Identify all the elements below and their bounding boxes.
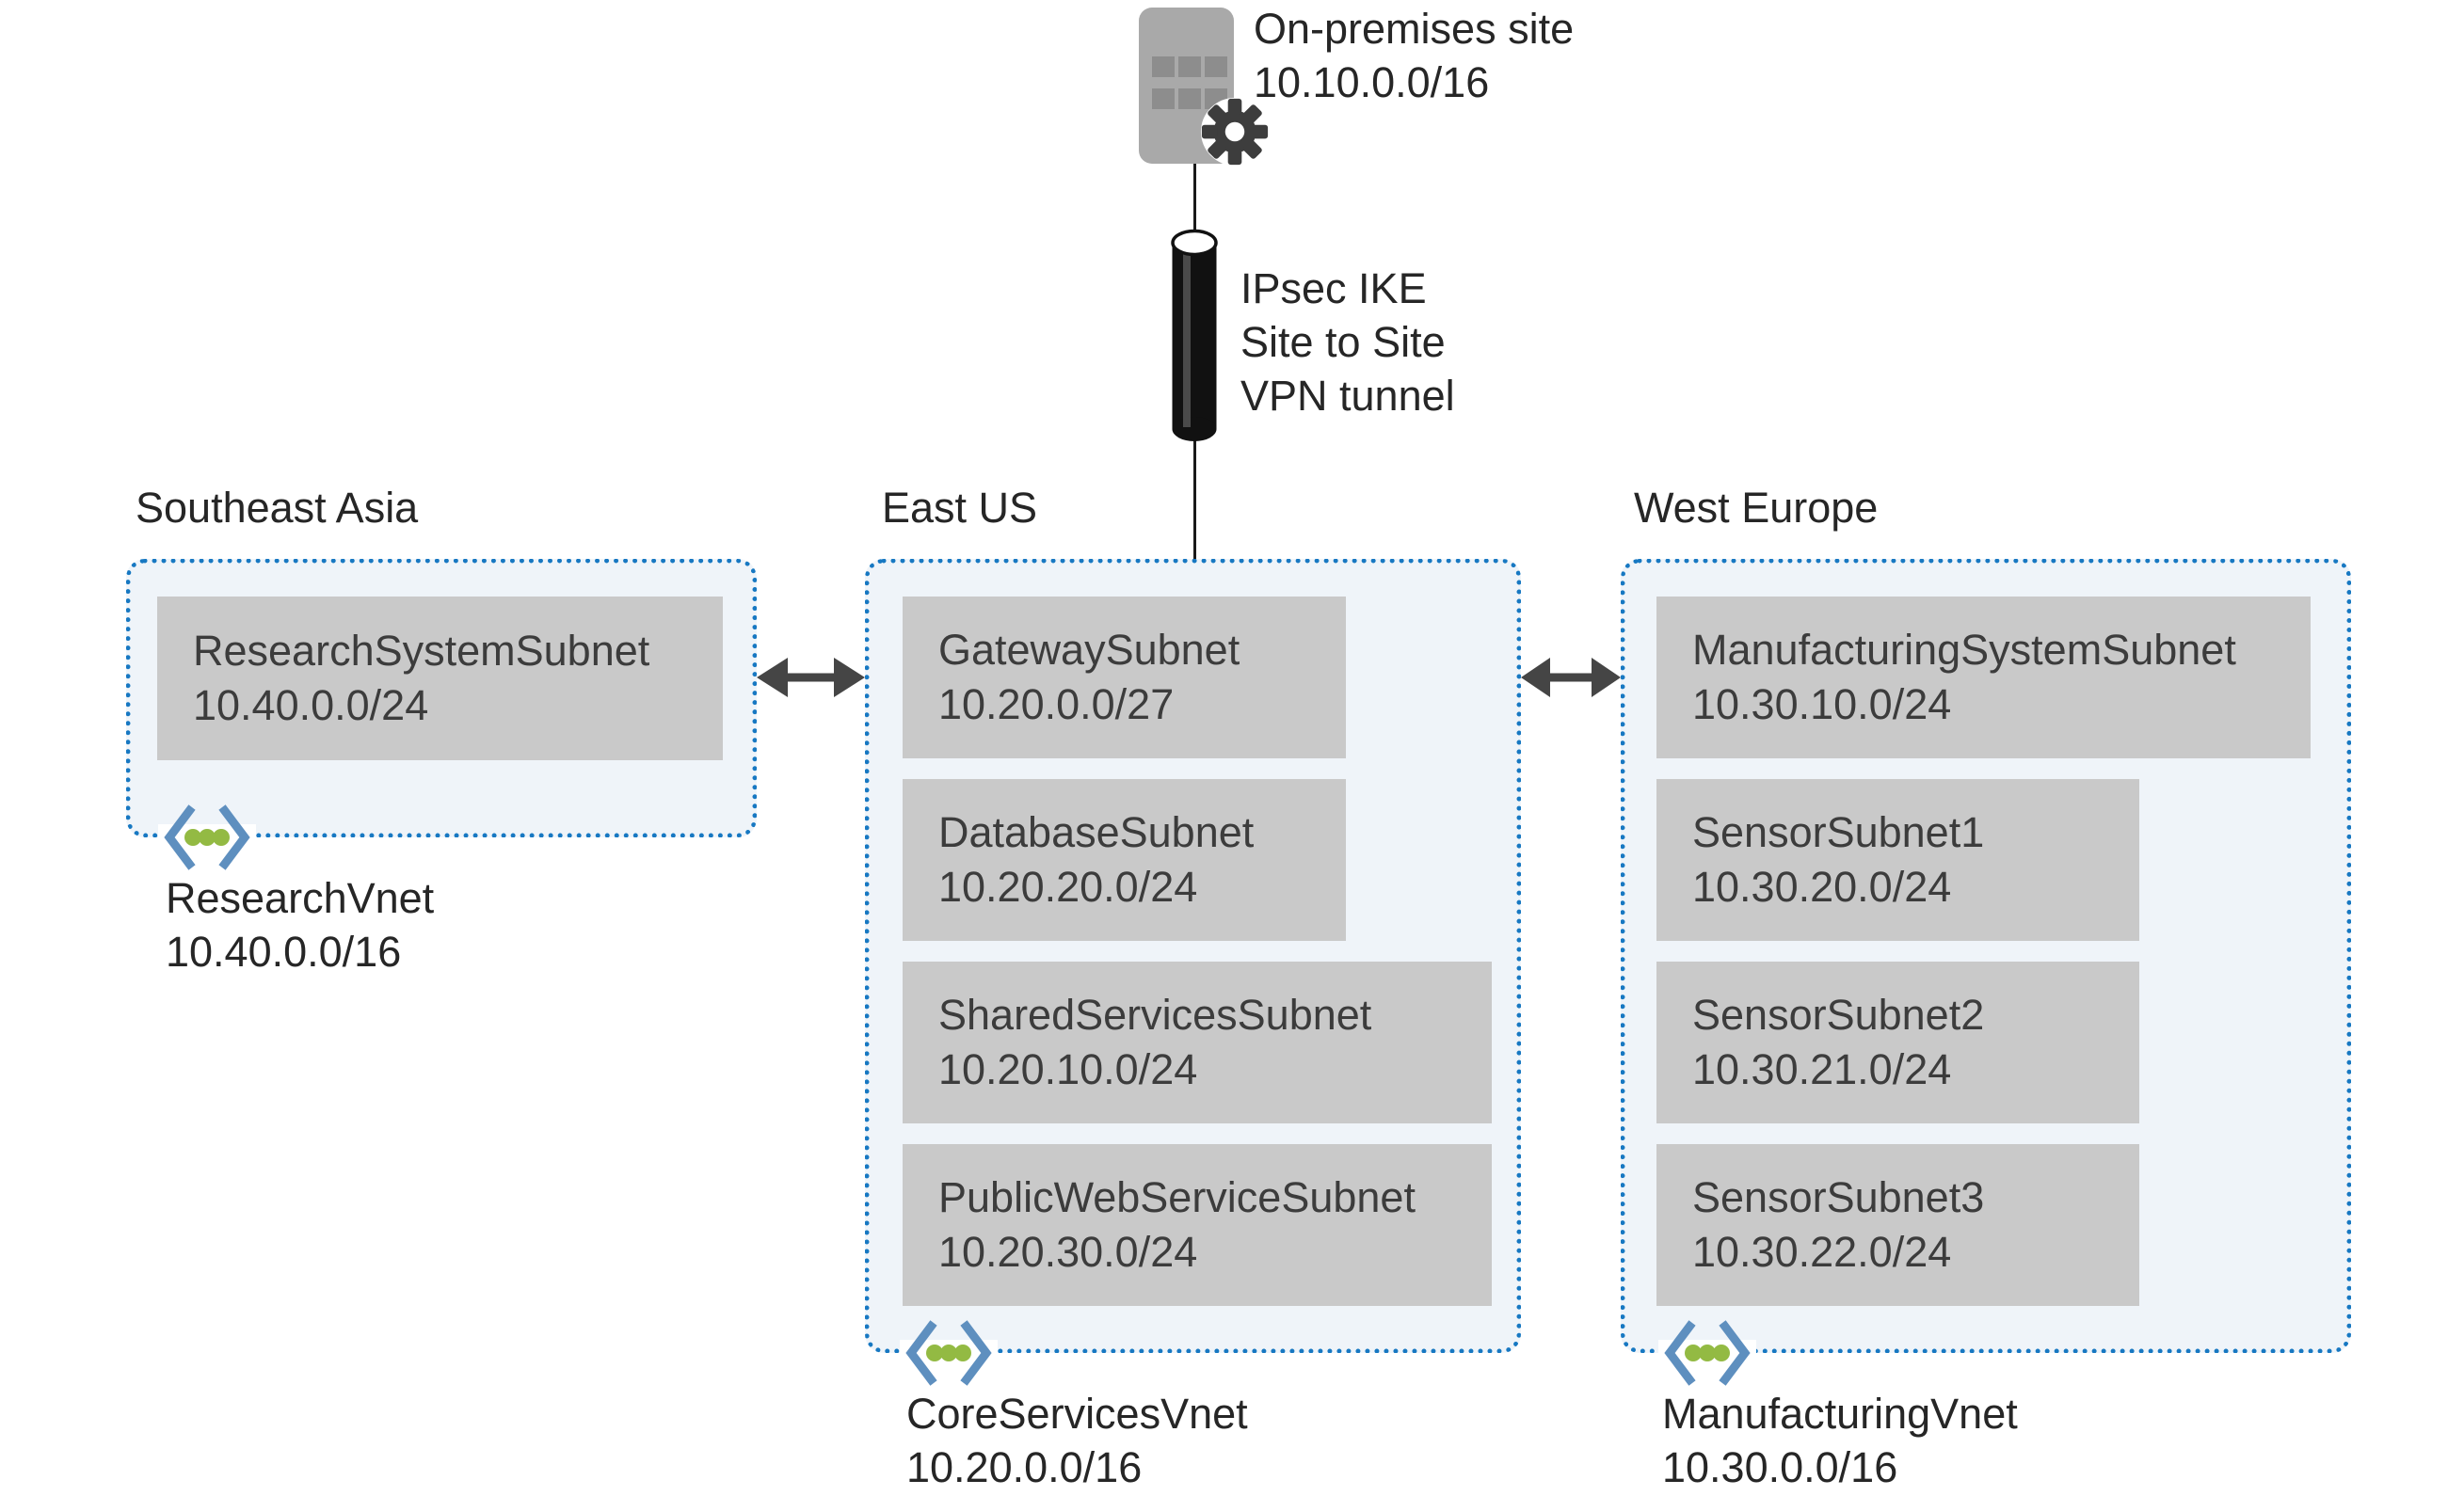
region-label-southeast-asia: Southeast Asia <box>136 484 419 532</box>
vnet-cidr: 10.20.0.0/16 <box>906 1443 1143 1491</box>
region-label-east-us: East US <box>882 484 1038 532</box>
region-label-west-europe: West Europe <box>1634 484 1879 532</box>
vpn-tunnel-label: IPsec IKE Site to Site VPN tunnel <box>1240 262 1455 422</box>
vnet-cidr: 10.30.0.0/16 <box>1662 1443 1898 1491</box>
subnet-cidr: 10.30.20.0/24 <box>1692 863 1952 911</box>
subnet-databasesubnet: DatabaseSubnet 10.20.20.0/24 <box>903 779 1346 941</box>
vnet-label-researchvnet: ResearchVnet 10.40.0.0/16 <box>166 871 434 979</box>
vpn-tunnel-label-line1: IPsec IKE <box>1240 264 1427 312</box>
vnet-icon <box>900 1320 998 1386</box>
subnet-name: ManufacturingSystemSubnet <box>1692 626 2236 674</box>
vnet-name: ManufacturingVnet <box>1662 1390 2018 1438</box>
subnet-name: SensorSubnet1 <box>1692 808 1985 856</box>
vnet-cidr: 10.40.0.0/16 <box>166 928 402 976</box>
subnet-sharedservicessubnet: SharedServicesSubnet 10.20.10.0/24 <box>903 962 1492 1123</box>
subnet-sensorsubnet2: SensorSubnet2 10.30.21.0/24 <box>1656 962 2139 1123</box>
subnet-gatewaysubnet: GatewaySubnet 10.20.0.0/27 <box>903 597 1346 758</box>
subnet-name: PublicWebServiceSubnet <box>938 1173 1416 1221</box>
subnet-name: SensorSubnet3 <box>1692 1173 1985 1221</box>
onprem-name: On-premises site <box>1254 5 1575 53</box>
vnet-label-coreservicesvnet: CoreServicesVnet 10.20.0.0/16 <box>906 1387 1248 1494</box>
gear-icon <box>1200 97 1270 167</box>
subnet-manufacturingsystemsubnet: ManufacturingSystemSubnet 10.30.10.0/24 <box>1656 597 2311 758</box>
subnet-sensorsubnet1: SensorSubnet1 10.30.20.0/24 <box>1656 779 2139 941</box>
subnet-cidr: 10.30.21.0/24 <box>1692 1045 1952 1093</box>
subnet-cidr: 10.30.22.0/24 <box>1692 1228 1952 1276</box>
subnet-publicwebservicesubnet: PublicWebServiceSubnet 10.20.30.0/24 <box>903 1144 1492 1306</box>
vnet-label-manufacturingvnet: ManufacturingVnet 10.30.0.0/16 <box>1662 1387 2018 1494</box>
vpn-tunnel-label-line3: VPN tunnel <box>1240 372 1455 420</box>
subnet-name: GatewaySubnet <box>938 626 1240 674</box>
peering-double-arrow-icon <box>1521 658 1621 697</box>
onprem-cidr: 10.10.0.0/16 <box>1254 58 1490 106</box>
subnet-cidr: 10.20.10.0/24 <box>938 1045 1198 1093</box>
subnet-name: SensorSubnet2 <box>1692 991 1985 1039</box>
cylinder-icon <box>1171 229 1218 441</box>
vnet-icon <box>158 804 256 870</box>
vpn-tunnel-label-line2: Site to Site <box>1240 318 1446 366</box>
subnet-name: SharedServicesSubnet <box>938 991 1372 1039</box>
vnet-name: ResearchVnet <box>166 874 435 922</box>
vnet-name: CoreServicesVnet <box>906 1390 1248 1438</box>
subnet-name: DatabaseSubnet <box>938 808 1255 856</box>
subnet-cidr: 10.20.20.0/24 <box>938 863 1198 911</box>
subnet-researchsystemsubnet: ResearchSystemSubnet 10.40.0.0/24 <box>157 597 723 760</box>
subnet-cidr: 10.20.0.0/27 <box>938 680 1175 728</box>
subnet-cidr: 10.40.0.0/24 <box>193 681 429 729</box>
onprem-label: On-premises site 10.10.0.0/16 <box>1254 2 1574 109</box>
peering-double-arrow-icon <box>757 658 865 697</box>
subnet-sensorsubnet3: SensorSubnet3 10.30.22.0/24 <box>1656 1144 2139 1306</box>
vnet-icon <box>1658 1320 1756 1386</box>
subnet-name: ResearchSystemSubnet <box>193 627 650 675</box>
subnet-cidr: 10.20.30.0/24 <box>938 1228 1198 1276</box>
subnet-cidr: 10.30.10.0/24 <box>1692 680 1952 728</box>
